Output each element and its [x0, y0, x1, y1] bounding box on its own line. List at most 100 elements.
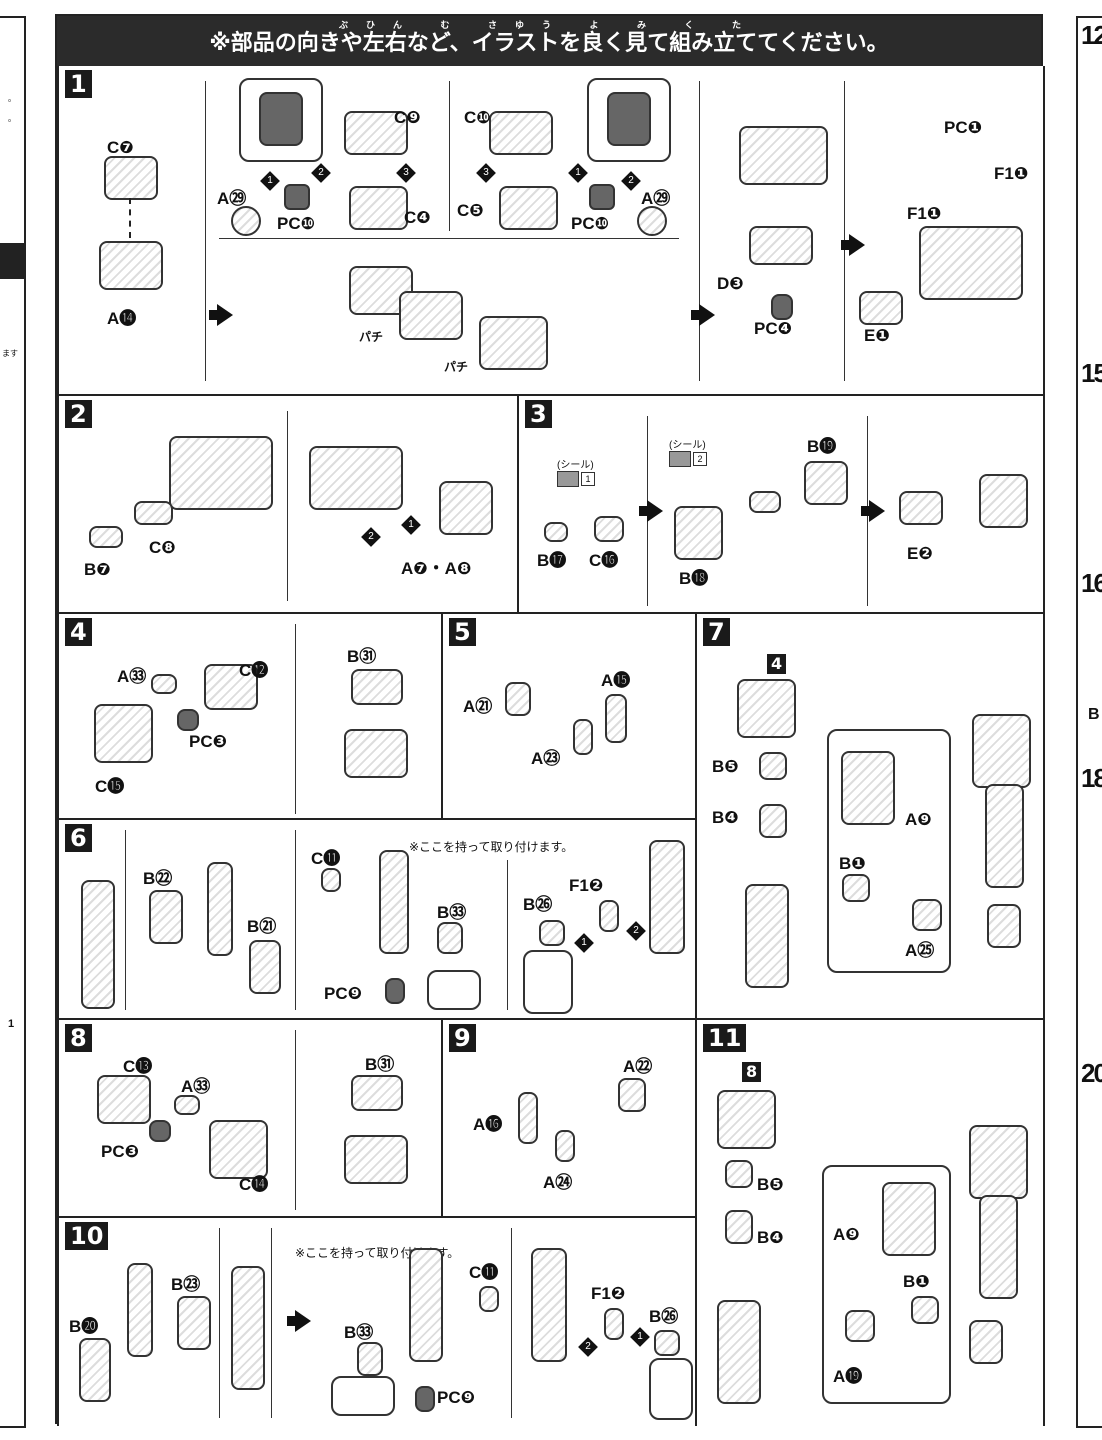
part-label: A㉒	[623, 1057, 653, 1076]
leg-assembly	[649, 840, 685, 954]
divider	[295, 1030, 296, 1210]
leg-frame	[81, 880, 115, 1009]
detail-inset	[587, 78, 671, 162]
sfx-label: パチ	[359, 330, 384, 344]
part-label: C❺	[457, 201, 484, 220]
divider	[205, 81, 206, 381]
part	[911, 1296, 939, 1324]
step-3-panel: 3 (シール)1 B⓱ C⓰ (シール)2 B⓲ B⓳ E❷	[517, 394, 1045, 614]
step-number: 3	[525, 400, 552, 428]
part-label: C⓫	[311, 849, 341, 868]
divider	[295, 624, 296, 814]
next-arrow	[639, 500, 663, 522]
part	[505, 682, 531, 716]
part-label: D❸	[717, 274, 744, 293]
part	[409, 1248, 443, 1362]
head-assembly	[919, 226, 1023, 300]
part-label: B⓳	[807, 437, 837, 456]
leg-frame	[231, 1266, 265, 1390]
part-label: F1❷	[591, 1284, 626, 1303]
divider	[844, 81, 845, 381]
part-label: A⓰	[473, 1115, 503, 1134]
step-10-panel: 10 B⓴ B㉓ ※ここを持って取り付けます。 C⓫ B㉝ PC❾ F1❷ B㉖…	[57, 1216, 697, 1426]
part-label: PC❿	[277, 214, 316, 233]
part-label: A㉔	[543, 1173, 573, 1192]
sub-step-number: 4	[767, 654, 787, 674]
leg-frame	[745, 884, 789, 988]
part-label: A㉑	[463, 697, 493, 716]
part	[349, 186, 408, 230]
part-label: B㉝	[437, 903, 467, 922]
part-label: A⓯	[601, 671, 631, 690]
part	[344, 111, 408, 155]
step-marker: 2	[311, 163, 331, 183]
part	[717, 1090, 776, 1149]
next-arrow	[209, 304, 233, 326]
detail-inset	[822, 1165, 951, 1404]
step-4-panel: 4 A㉝ C⓬ PC❸ C⓯ B㉛	[57, 612, 443, 820]
part	[544, 522, 568, 542]
part	[539, 920, 565, 946]
divider	[511, 1228, 512, 1418]
part-label: F1❶	[994, 164, 1029, 183]
part-label: PC❸	[101, 1142, 140, 1161]
step-marker: 1	[401, 515, 421, 535]
previous-page-edge: 。 。 ます 1	[0, 16, 26, 1428]
step-number: 11	[703, 1024, 747, 1052]
part-label: A❼・A❽	[401, 559, 472, 578]
part	[489, 111, 553, 155]
part	[209, 1120, 268, 1179]
part	[804, 461, 848, 505]
callout-line	[219, 238, 679, 239]
edge-fragment: 。	[8, 114, 16, 123]
step-1-panel: 1 C❼ A⓮ A㉙ PC❿ 1 2 C❾ 3 C❹ C❿ C❺ 3 PC❿ 1…	[57, 66, 1045, 396]
part	[151, 674, 177, 694]
part-label: B❹	[712, 808, 739, 827]
leg-assembly	[972, 714, 1031, 788]
detail-inset	[239, 78, 323, 162]
part	[674, 506, 723, 560]
part-label: B㉝	[344, 1323, 374, 1342]
sub-step-number: 8	[742, 1062, 762, 1082]
next-page-edge: 12 15 16 B 18 20	[1076, 16, 1102, 1428]
part	[842, 874, 870, 902]
part	[859, 291, 903, 325]
divider	[295, 830, 296, 1010]
leg-assembly	[985, 784, 1024, 888]
next-arrow	[841, 234, 865, 256]
detail-inset	[427, 970, 481, 1010]
polycap-part	[284, 184, 310, 210]
part	[479, 316, 548, 370]
assembly-line	[129, 198, 131, 238]
part	[79, 1338, 111, 1402]
divider	[125, 830, 126, 1010]
part-label: B㉛	[365, 1055, 395, 1074]
part	[594, 516, 624, 542]
step-number: 6	[65, 824, 92, 852]
part-label: B⓲	[679, 569, 709, 588]
step-11-panel: 11 8 B❺ B❹ A❾ B❶ A⓳	[695, 1018, 1045, 1426]
head-assembly	[169, 436, 273, 510]
part	[174, 1095, 200, 1115]
part-label: C⓫	[469, 1263, 499, 1282]
part	[605, 694, 627, 743]
head-assembly	[309, 446, 403, 510]
polycap-part	[385, 978, 405, 1004]
step-8-panel: 8 C⓭ A㉝ PC❸ C⓮ B㉛	[57, 1018, 443, 1218]
part	[149, 890, 183, 944]
part	[912, 899, 942, 931]
edge-step-number: 15	[1081, 358, 1102, 388]
part-label: A❾	[833, 1225, 860, 1244]
part-label: B❶	[903, 1272, 930, 1291]
step-6-panel: 6 B㉒ B㉑ C⓫ ※ここを持って取り付けます。 B㉝ PC❾ B㉖ F1❷ …	[57, 818, 697, 1020]
part	[599, 900, 619, 932]
part	[749, 491, 781, 513]
part-label: A⓳	[833, 1367, 863, 1386]
part	[97, 1075, 151, 1124]
edge-step-number: 12	[1081, 20, 1102, 50]
part-label: B㉖	[523, 895, 553, 914]
edge-step-number: 18	[1081, 763, 1102, 793]
part	[759, 804, 787, 838]
part-label: E❷	[907, 544, 933, 563]
part	[127, 1263, 153, 1357]
